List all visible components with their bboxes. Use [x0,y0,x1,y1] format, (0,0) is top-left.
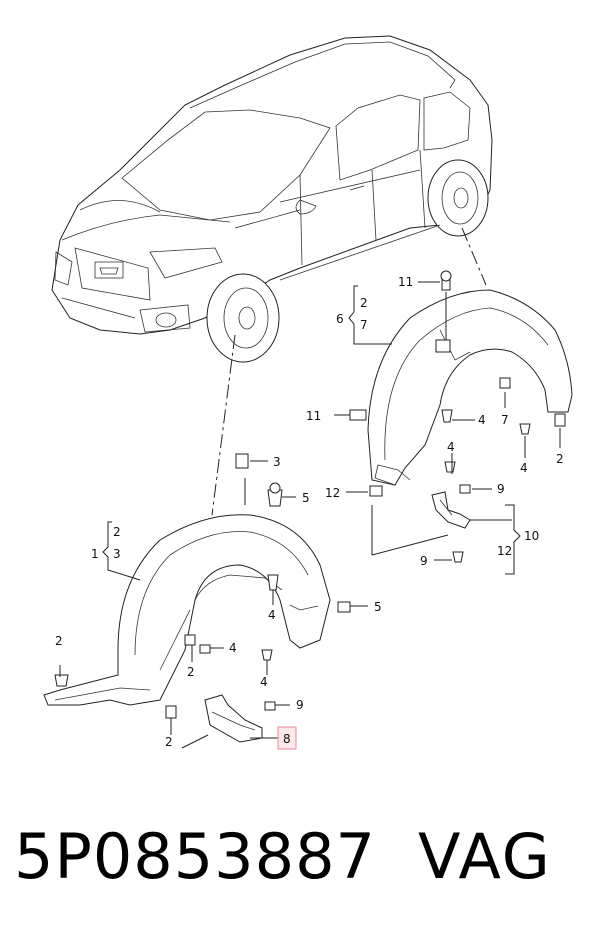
label-8: 8 [283,732,291,746]
label-5b: 5 [374,600,382,614]
label-11a: 11 [398,275,413,289]
label-2f: 2 [556,452,564,466]
rear-wheel-housing-liner [367,289,573,486]
label-2c: 2 [187,665,195,679]
callout-lines [59,281,561,739]
label-4c: 4 [260,675,268,689]
label-2b: 2 [55,634,63,648]
label-12b: 12 [497,544,512,558]
label-4e: 4 [447,440,455,454]
label-7b: 7 [501,413,509,427]
label-9c: 9 [420,554,428,568]
front-wheel-housing-liner [43,514,331,719]
part-8-deflector [204,694,263,743]
label-4d: 4 [478,413,486,427]
callout-labels: 3 5 2 1 3 4 5 2 4 2 4 9 8 2 11 2 6 7 11 … [55,275,564,749]
car-illustration [51,35,493,363]
label-6: 6 [336,312,344,326]
footer: 5P0853887 VAG [0,820,600,920]
part-number: 5P0853887 [14,820,376,893]
label-12a: 12 [325,486,340,500]
label-11b: 11 [306,409,321,423]
rear-fasteners [349,270,531,563]
brand-name: VAG [418,820,552,893]
label-4f: 4 [520,461,528,475]
leader-lines [181,227,487,749]
label-10: 10 [524,529,539,543]
label-2-brace: 2 [113,525,121,539]
front-fasteners [199,453,351,711]
label-9a: 9 [296,698,304,712]
label-3-brace: 3 [113,547,121,561]
label-1: 1 [91,547,99,561]
part-8-highlight [277,726,297,750]
label-3a: 3 [273,455,281,469]
label-9b: 9 [497,482,505,496]
label-4b: 4 [229,641,237,655]
label-2d: 2 [165,735,173,749]
label-2e: 2 [360,296,368,310]
label-7a: 7 [360,318,368,332]
label-4a: 4 [268,608,276,622]
parts-diagram: 3 5 2 1 3 4 5 2 4 2 4 9 8 2 11 2 6 7 11 … [43,35,573,750]
label-5a: 5 [302,491,310,505]
rear-bracket-10 [431,491,471,529]
